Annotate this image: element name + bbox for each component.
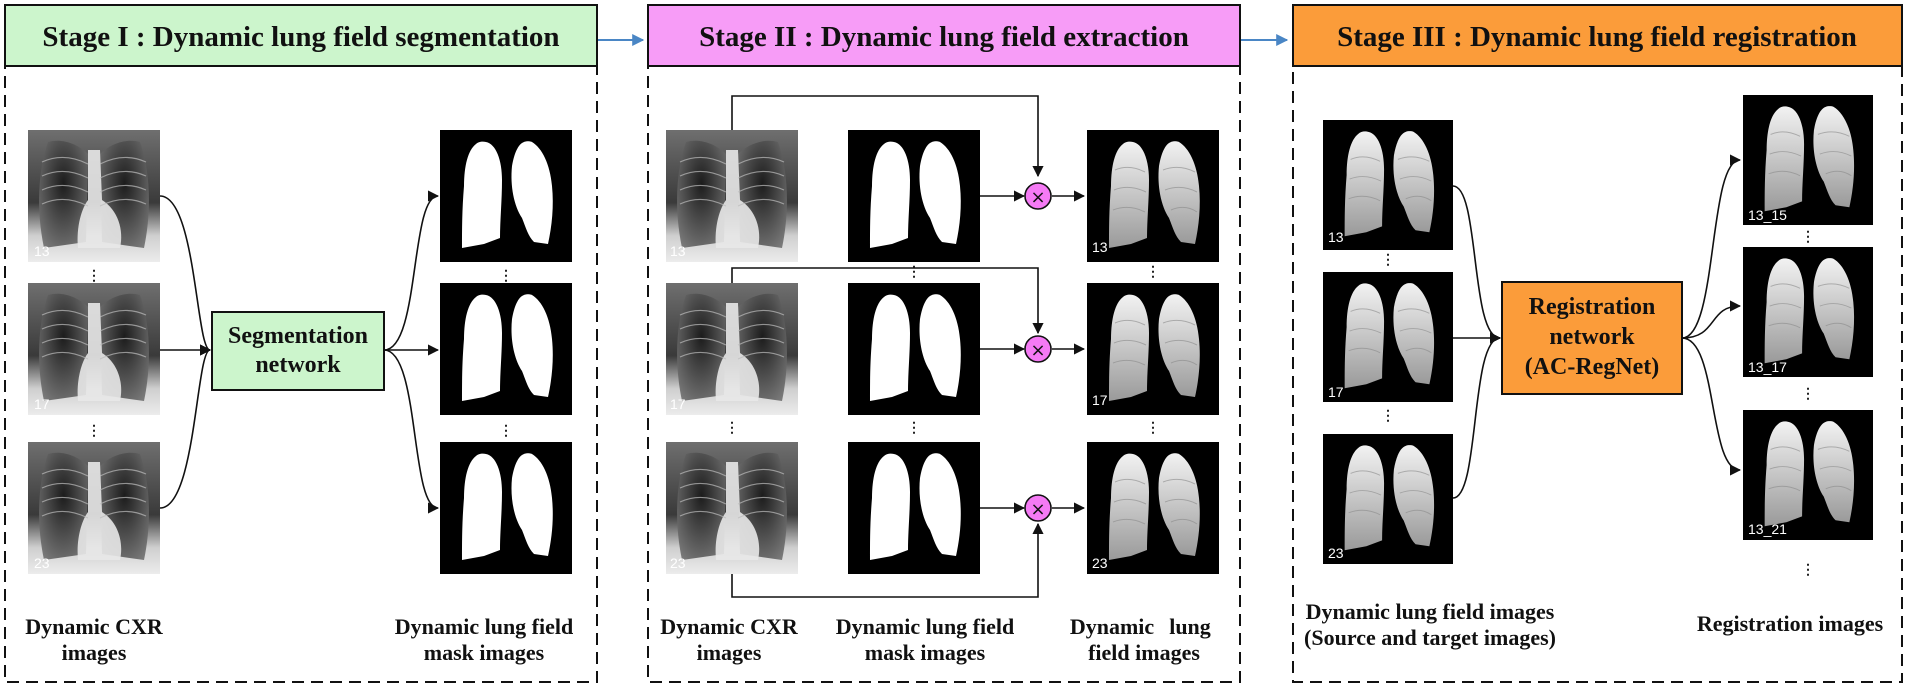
stage-1-caption-cxr: Dynamic CXR — [25, 614, 164, 639]
ellipsis: ⋮ — [1146, 419, 1160, 435]
cxr-frame-label: 23 — [34, 555, 50, 571]
ellipsis: ⋮ — [907, 419, 921, 435]
stage-2-field-image: 13 — [1087, 130, 1219, 262]
stage-3-input-arrows — [1452, 185, 1502, 499]
stage-3-caption-source: (Source and target images) — [1304, 625, 1556, 650]
multiply-symbol: × — [1030, 499, 1045, 520]
stage-1-cxr-image: 17 — [28, 283, 160, 415]
stage-3-panel: Stage III : Dynamic lung field registrat… — [1292, 4, 1903, 683]
stage-1-caption-mask: Dynamic lung field — [395, 614, 573, 639]
stage-2-caption-cxr: Dynamic CXR — [660, 614, 799, 639]
stage-2-caption-cxr: images — [697, 640, 762, 665]
field-frame-label: 13 — [1092, 239, 1108, 255]
ellipsis: ⋮ — [1801, 385, 1815, 401]
registration-network-label: network — [1549, 324, 1635, 350]
segmentation-network-label: Segmentation — [228, 323, 368, 349]
stage-1-mask-image — [440, 283, 572, 415]
stage-2-caption-field: Dynamic — [1070, 614, 1155, 639]
output-frame-label: 13_21 — [1748, 521, 1787, 537]
ellipsis: ⋮ — [1381, 407, 1395, 423]
stage-1-title: Stage I : Dynamic lung field segmentatio… — [42, 21, 559, 53]
multiply-node: × — [1024, 494, 1052, 522]
stage-2-title: Stage II : Dynamic lung field extraction — [699, 21, 1189, 53]
multiply-symbol: × — [1030, 340, 1045, 361]
stage-2-cxr-image: 23 — [666, 442, 798, 574]
source-frame-label: 13 — [1328, 229, 1344, 245]
multiply-node: × — [1024, 335, 1052, 363]
ellipsis: ⋮ — [499, 267, 513, 283]
segmentation-network-node — [211, 311, 385, 391]
output-frame-label: 13_15 — [1748, 207, 1787, 223]
cxr-frame-label: 13 — [34, 243, 50, 259]
stage-2-mask-image — [848, 130, 980, 262]
stage-3-output-image: 13_21 — [1743, 410, 1873, 540]
registration-network-node — [1501, 281, 1683, 395]
stage-1-mask-image — [440, 442, 572, 574]
stage-3-output-image: 13_17 — [1743, 247, 1873, 377]
stage-2-cxr-image: 13 — [666, 130, 798, 262]
stage-3-output-arrows — [1681, 154, 1742, 476]
stage-1-header — [4, 4, 598, 67]
stage-1-cxr-image: 13 — [28, 130, 160, 262]
stage-2-wiring — [731, 95, 1086, 598]
stage-2-cxr-image: 17 — [666, 283, 798, 415]
stage-2-caption-field: field images — [1088, 640, 1200, 665]
stage-2-caption-mask: Dynamic lung field — [836, 614, 1014, 639]
output-frame-label: 13_17 — [1748, 359, 1787, 375]
stage-3-header — [1292, 4, 1903, 67]
ellipsis: ⋮ — [1801, 228, 1815, 244]
stage-1-mask-image — [440, 130, 572, 262]
ellipsis: ⋮ — [1381, 251, 1395, 267]
registration-network-label: (AC-RegNet) — [1525, 354, 1660, 380]
stage-1-caption-cxr: images — [62, 640, 127, 665]
stage-3-source-image: 17 — [1323, 272, 1453, 402]
stage-2-field-image: 23 — [1087, 442, 1219, 574]
segmentation-network-label: network — [255, 352, 341, 378]
ellipsis: ⋮ — [907, 263, 921, 279]
stage-2-field-image: 17 — [1087, 283, 1219, 415]
stage-3-caption-registration: Registration images — [1697, 611, 1884, 636]
stage-1-caption-mask: mask images — [424, 640, 545, 665]
source-frame-label: 23 — [1328, 545, 1344, 561]
stage-1-input-arrows — [159, 195, 212, 509]
stage-3-title: Stage III : Dynamic lung field registrat… — [1337, 21, 1857, 53]
stage-1-panel: Stage I : Dynamic lung field segmentatio… — [4, 4, 598, 683]
cxr-frame-label: 13 — [670, 243, 686, 259]
stage-2-mask-image — [848, 442, 980, 574]
stage-1-output-arrows — [383, 190, 440, 514]
multiply-node: × — [1024, 182, 1052, 210]
multiply-symbol: × — [1030, 187, 1045, 208]
stage-2-header — [647, 4, 1241, 67]
ellipsis: ⋮ — [87, 422, 101, 438]
ellipsis: ⋮ — [1146, 263, 1160, 279]
stage-2-caption-field: lung — [1169, 614, 1211, 639]
ellipsis: ⋮ — [499, 422, 513, 438]
field-frame-label: 23 — [1092, 555, 1108, 571]
source-frame-label: 17 — [1328, 384, 1344, 400]
stage-3-source-image: 13 — [1323, 120, 1453, 250]
stage-2-caption-mask: mask images — [865, 640, 986, 665]
ellipsis: ⋮ — [1801, 561, 1815, 577]
stage-1-cxr-image: 23 — [28, 442, 160, 574]
stage-3-source-image: 23 — [1323, 434, 1453, 564]
field-frame-label: 17 — [1092, 392, 1108, 408]
stage-3-caption-source: Dynamic lung field images — [1306, 599, 1555, 624]
ellipsis: ⋮ — [725, 419, 739, 435]
stage-2-mask-image — [848, 283, 980, 415]
cxr-frame-label: 23 — [670, 555, 686, 571]
stage-3-output-image: 13_15 — [1743, 95, 1873, 225]
registration-network-label: Registration — [1529, 294, 1656, 320]
stage-2-panel: Stage II : Dynamic lung field extraction… — [647, 4, 1241, 683]
cxr-frame-label: 17 — [34, 396, 50, 412]
ellipsis: ⋮ — [87, 267, 101, 283]
cxr-frame-label: 17 — [670, 396, 686, 412]
